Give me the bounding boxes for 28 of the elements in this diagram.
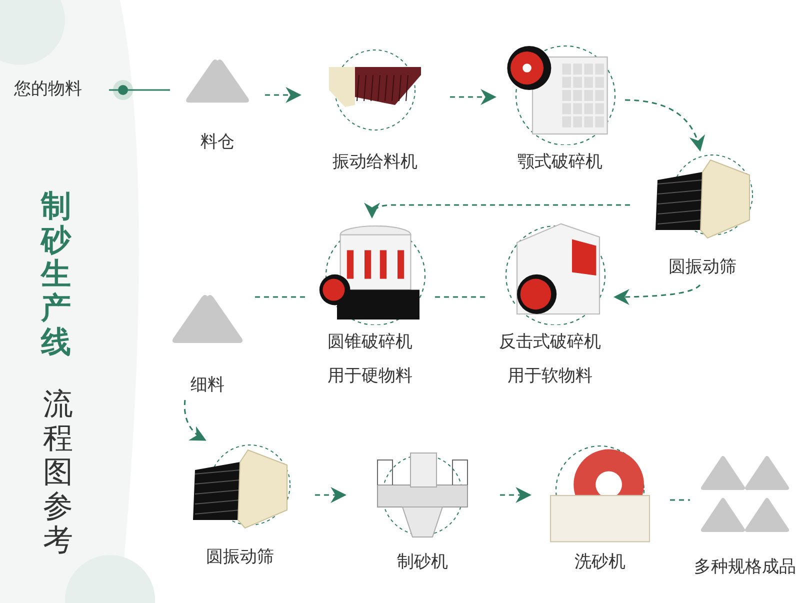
connector-line bbox=[109, 89, 170, 91]
node-label: 振动给料机 bbox=[332, 151, 418, 173]
node-label: 您的物料 bbox=[14, 78, 82, 100]
flow-arrow bbox=[450, 89, 497, 105]
flow-arrow bbox=[613, 284, 700, 305]
node-label: 多种规格成品 bbox=[693, 556, 797, 578]
node-label: 洗砂机 bbox=[574, 551, 626, 573]
node-label: 圆振动筛 bbox=[205, 546, 275, 568]
flow-arrow bbox=[265, 87, 302, 103]
flow-arrow bbox=[365, 202, 630, 219]
title: 制砂生产线 bbox=[40, 190, 72, 360]
flow-arrow bbox=[500, 487, 532, 503]
node-label: 圆锥破碎机 bbox=[326, 331, 414, 353]
flow-arrow bbox=[184, 400, 206, 441]
connector-line bbox=[255, 296, 305, 298]
flow-arrow bbox=[624, 99, 704, 152]
node-label: 圆振动筛 bbox=[668, 256, 738, 278]
node-label: 颚式破碎机 bbox=[516, 151, 604, 173]
node-label: 反击式破碎机 bbox=[498, 331, 602, 353]
subtitle: 流程图参考 bbox=[42, 388, 74, 558]
connector-line bbox=[435, 296, 485, 298]
node-label: 料仓 bbox=[200, 131, 236, 153]
node-label: 细料 bbox=[190, 374, 226, 396]
usage-note: 用于硬物料 bbox=[326, 365, 414, 387]
usage-note: 用于软物料 bbox=[506, 365, 594, 387]
node-label: 制砂机 bbox=[396, 551, 449, 573]
flow-arrow bbox=[315, 487, 347, 503]
connector-line bbox=[670, 499, 690, 501]
